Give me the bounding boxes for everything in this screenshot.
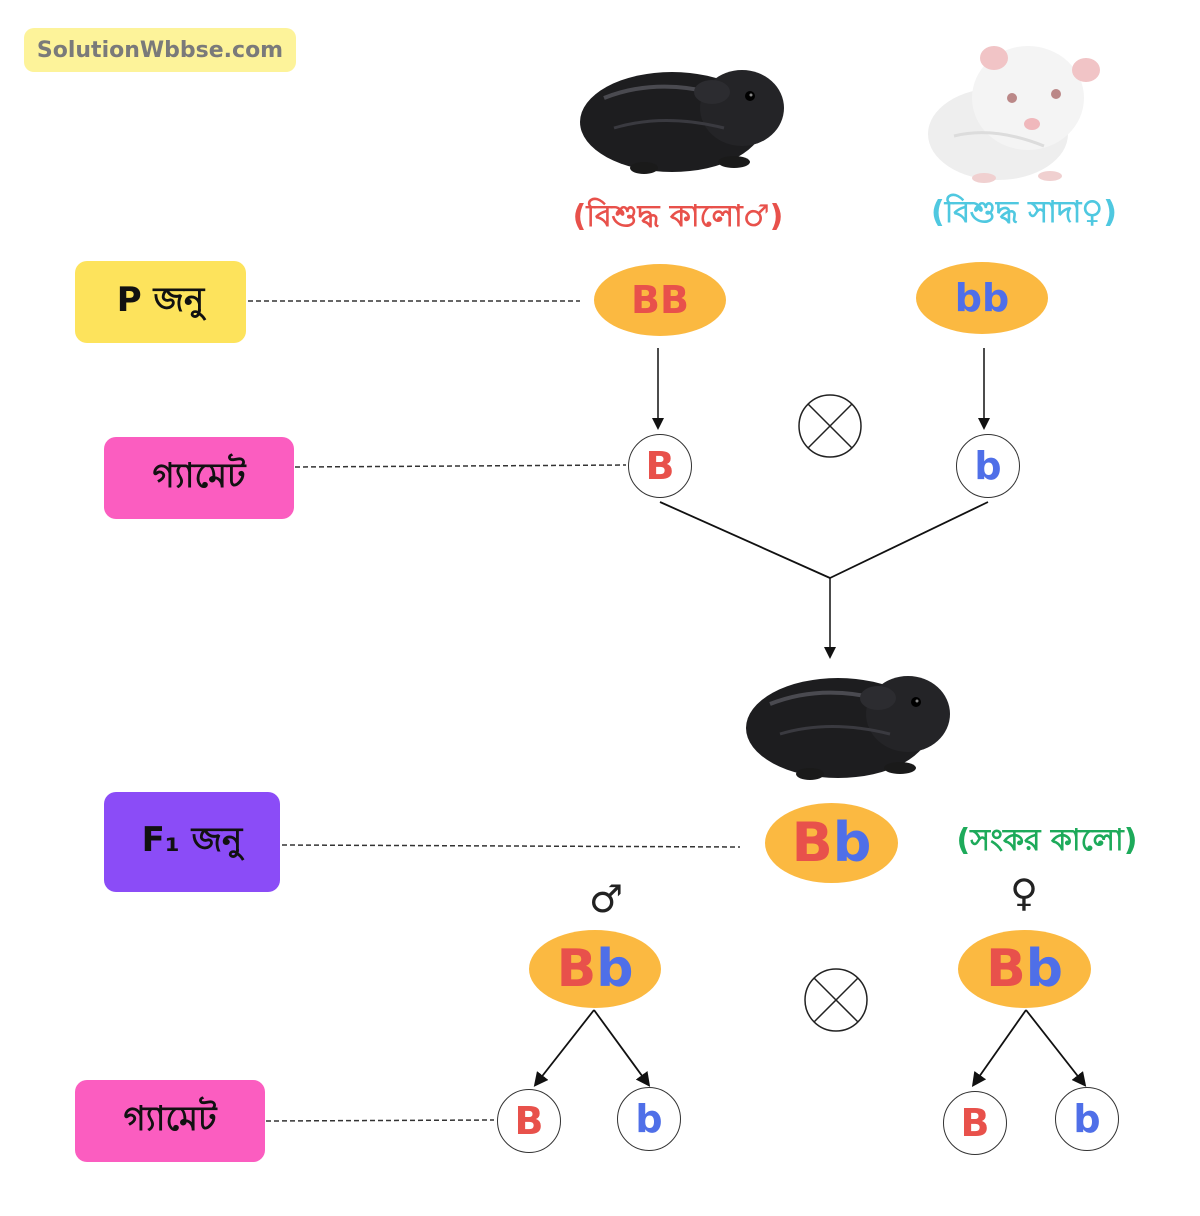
fusion-line-right <box>829 501 989 579</box>
female-symbol-icon: ♀ <box>1010 871 1038 915</box>
f1-female-gamete: b <box>1055 1087 1119 1151</box>
allele: B <box>631 278 660 322</box>
hybrid-black-guinea-pig-image <box>746 676 950 780</box>
watermark: SolutionWbbse.com <box>24 28 296 72</box>
black-guinea-pig-image <box>580 70 784 174</box>
f1-male-gamete: B <box>497 1089 561 1153</box>
f1-leader-line <box>281 844 741 848</box>
allele: B <box>556 939 597 999</box>
female-branch-right <box>1025 1009 1087 1087</box>
male-parent-caption: (বিশুদ্ধ কালো♂) <box>572 199 784 234</box>
f1-male-gamete: b <box>617 1087 681 1151</box>
male-branch-right <box>593 1009 651 1087</box>
hybrid-caption: (সংকর কালো) <box>956 823 1138 858</box>
allele: b <box>832 811 872 874</box>
f1-female-gamete: B <box>943 1091 1007 1155</box>
allele: b <box>1025 939 1063 999</box>
allele: b <box>596 939 634 999</box>
male-gamete: B <box>628 434 692 498</box>
female-parent-caption: (বিশুদ্ধ সাদা♀) <box>931 195 1117 230</box>
allele: B <box>986 939 1026 999</box>
p-generation-label: P জনু <box>75 261 246 343</box>
gamete-label: গ্যামেট <box>104 437 294 519</box>
cross-symbol-icon <box>804 968 868 1032</box>
gamete2-leader-line <box>265 1119 495 1122</box>
cross-symbol-icon <box>798 394 862 458</box>
allele: b <box>982 276 1010 320</box>
female-branch-left <box>971 1009 1027 1087</box>
gamete1-leader-line <box>294 464 627 468</box>
female-gamete: b <box>956 434 1020 498</box>
allele: b <box>954 276 982 320</box>
white-guinea-pig-image <box>928 46 1100 183</box>
male-symbol-icon: ♂ <box>588 877 624 921</box>
f1-generation-label: F₁ জনু <box>104 792 280 892</box>
male-branch-left <box>533 1009 595 1087</box>
gamete-label: গ্যামেট <box>75 1080 265 1162</box>
allele: B <box>660 278 689 322</box>
allele: B <box>791 811 833 874</box>
fusion-line-left <box>659 501 831 579</box>
